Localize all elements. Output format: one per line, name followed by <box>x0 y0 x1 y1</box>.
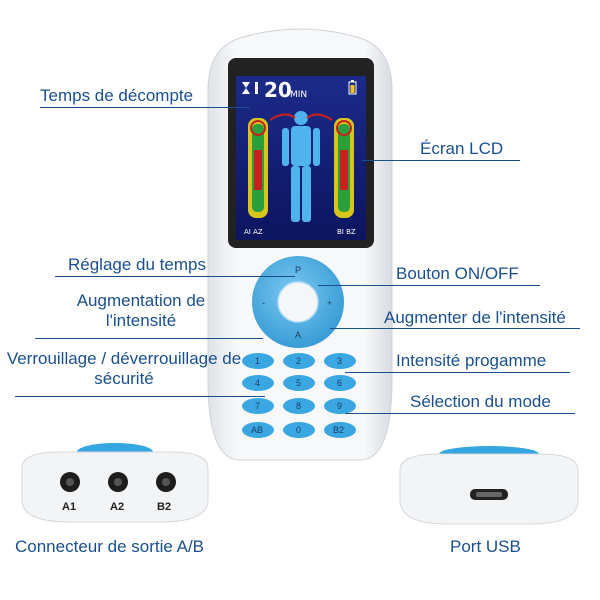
dpad-right-label: + <box>327 298 332 308</box>
key-4[interactable] <box>242 375 274 391</box>
keypad-labels: 1 2 3 4 5 6 7 8 9 AB 0 B2 <box>251 356 344 435</box>
port-a2-label: A2 <box>110 501 124 513</box>
leader-line-on-off <box>318 285 540 286</box>
key-7-label: 7 <box>255 401 260 411</box>
lcd-screen: 20 MIN <box>228 58 374 248</box>
dpad-down-label: A <box>295 330 301 340</box>
label-program-intensity: Intensité progamme <box>396 351 547 370</box>
dpad-left-label: - <box>262 298 265 308</box>
key-ab[interactable] <box>242 422 274 438</box>
dpad-up-label: P <box>295 265 301 275</box>
leader-line-lcd <box>362 160 520 161</box>
key-9[interactable] <box>324 398 356 414</box>
key-0[interactable] <box>283 422 315 438</box>
usb-port-view <box>399 446 579 525</box>
key-6-label: 6 <box>337 378 342 388</box>
lcd-channel-left: AI AZ <box>244 228 263 236</box>
key-8[interactable] <box>283 398 315 414</box>
key-5[interactable] <box>283 375 315 391</box>
label-lcd: Écran LCD <box>420 139 504 158</box>
left-leg-graphic <box>248 118 268 218</box>
key-1-label: 1 <box>255 356 260 366</box>
label-lock: Verrouillage / déverrouillage de sécurit… <box>6 349 242 388</box>
key-b2[interactable] <box>324 422 356 438</box>
key-5-label: 5 <box>296 378 301 388</box>
hourglass-icon <box>242 82 250 94</box>
key-2-label: 2 <box>296 356 301 366</box>
label-time-setting: Réglage du temps <box>68 255 206 274</box>
leader-line-countdown <box>40 107 250 108</box>
right-leg-graphic <box>334 118 354 218</box>
output-connector-view: A1 A2 B2 <box>21 443 209 523</box>
lcd-time-value: 20 <box>264 78 292 102</box>
leader-line-program-intensity <box>345 372 570 373</box>
battery-icon <box>348 80 357 95</box>
label-usb-port: Port USB <box>450 537 521 556</box>
dpad[interactable]: P A - + <box>252 256 344 348</box>
key-3[interactable] <box>324 353 356 369</box>
keypad[interactable] <box>242 353 356 438</box>
key-4-label: 4 <box>255 378 260 388</box>
leader-line-lock <box>15 396 265 397</box>
on-off-button[interactable] <box>278 282 318 322</box>
key-8-label: 8 <box>296 401 301 411</box>
key-2[interactable] <box>283 353 315 369</box>
label-on-off: Bouton ON/OFF <box>396 264 519 283</box>
leader-line-increase-right <box>330 328 580 329</box>
key-7[interactable] <box>242 398 274 414</box>
lcd-time-unit: MIN <box>290 90 307 100</box>
leader-line-time-setting <box>55 276 295 277</box>
level-icon <box>255 82 258 94</box>
port-b2-label: B2 <box>157 501 171 513</box>
lcd-channel-right: BI BZ <box>337 228 356 236</box>
key-ab-label: AB <box>251 425 263 435</box>
port-a1-label: A1 <box>62 501 76 513</box>
key-6[interactable] <box>324 375 356 391</box>
key-0-label: 0 <box>296 425 301 435</box>
label-mode-select: Sélection du mode <box>410 392 551 411</box>
key-3-label: 3 <box>337 356 342 366</box>
leader-line-increase-left <box>35 338 263 339</box>
key-b2-label: B2 <box>333 425 344 435</box>
label-increase-intensity-right: Augmenter de l'intensité <box>384 308 566 327</box>
label-output-connector: Connecteur de sortie A/B <box>15 537 205 556</box>
key-1[interactable] <box>242 353 274 369</box>
leader-line-mode-select <box>345 413 575 414</box>
label-increase-intensity-left: Augmentation de l'intensité <box>76 291 206 330</box>
label-countdown: Temps de décompte <box>40 86 194 105</box>
key-9-label: 9 <box>337 401 342 411</box>
body-figure <box>282 111 320 222</box>
